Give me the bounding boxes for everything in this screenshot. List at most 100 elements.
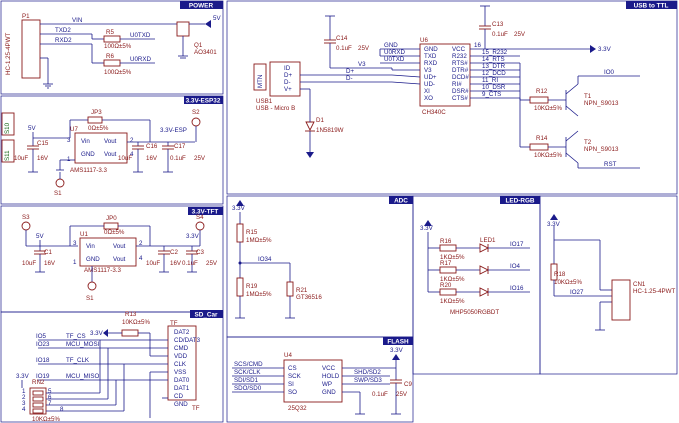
usb1-connector xyxy=(269,61,301,97)
svg-text:NPN_S9013: NPN_S9013 xyxy=(584,100,619,107)
svg-text:WP: WP xyxy=(322,381,332,388)
svg-text:4: 4 xyxy=(139,255,143,262)
svg-text:D-: D- xyxy=(284,79,291,86)
svg-text:10uF: 10uF xyxy=(118,155,132,162)
svg-text:IO23: IO23 xyxy=(36,341,50,348)
svg-text:4: 4 xyxy=(130,151,134,158)
svg-text:100Ω±5%: 100Ω±5% xyxy=(104,43,132,50)
svg-text:3.3V: 3.3V xyxy=(547,221,561,228)
svg-text:14_RTS: 14_RTS xyxy=(482,56,505,63)
svg-text:16V: 16V xyxy=(146,155,158,162)
u7-regulator xyxy=(74,132,128,164)
svg-text:4: 4 xyxy=(22,406,26,413)
svg-text:SCS/CMD: SCS/CMD xyxy=(234,361,263,368)
svg-text:VSS: VSS xyxy=(174,369,186,376)
s11-pad xyxy=(1,139,15,163)
svg-text:SO: SO xyxy=(288,389,297,396)
svg-text:U7: U7 xyxy=(70,126,78,133)
svg-text:3.3V: 3.3V xyxy=(90,330,104,337)
svg-text:R17: R17 xyxy=(440,260,452,267)
svg-text:1N5819W: 1N5819W xyxy=(316,127,344,134)
svg-text:TF_CLK: TF_CLK xyxy=(66,357,90,364)
esp32-regulator-section: S10 S11 5V JP3 0Ω±5% U7 Vin Vout GND Vou… xyxy=(1,109,206,197)
svg-text:25V: 25V xyxy=(514,31,526,38)
svg-text:25Q32: 25Q32 xyxy=(288,405,307,412)
svg-text:16V: 16V xyxy=(44,260,56,267)
usb1-mtn-pad xyxy=(253,63,267,91)
svg-text:R15: R15 xyxy=(246,229,258,236)
svg-text:16: 16 xyxy=(474,42,481,49)
svg-text:3.3V-ESP32: 3.3V-ESP32 xyxy=(186,97,221,104)
section-title-adc: ADC xyxy=(389,196,413,204)
svg-text:IO18: IO18 xyxy=(36,357,50,364)
svg-text:1: 1 xyxy=(73,259,77,266)
svg-text:1MΩ±5%: 1MΩ±5% xyxy=(246,237,272,244)
svg-text:10uF: 10uF xyxy=(22,260,36,267)
svg-text:C2: C2 xyxy=(170,249,178,256)
svg-text:1KΩ±5%: 1KΩ±5% xyxy=(440,276,465,283)
svg-text:USB to TTL: USB to TTL xyxy=(634,2,669,9)
svg-text:10KΩ±5%: 10KΩ±5% xyxy=(534,152,562,159)
svg-text:TXD: TXD xyxy=(424,53,437,60)
svg-text:2: 2 xyxy=(139,240,143,247)
svg-text:IO16: IO16 xyxy=(510,285,524,292)
svg-text:CH340C: CH340C xyxy=(422,109,446,116)
svg-text:CMD: CMD xyxy=(174,345,189,352)
svg-text:U0TXD: U0TXD xyxy=(384,56,405,63)
s3-testpoint xyxy=(21,221,31,231)
svg-text:IO17: IO17 xyxy=(510,241,524,248)
svg-text:GT36516: GT36516 xyxy=(296,294,322,301)
svg-text:Vin: Vin xyxy=(81,138,90,145)
svg-text:UD+: UD+ xyxy=(424,74,437,81)
svg-text:3.3V: 3.3V xyxy=(186,233,200,240)
svg-text:3.3V: 3.3V xyxy=(16,373,30,380)
svg-text:10KΩ±5%: 10KΩ±5% xyxy=(32,416,60,423)
svg-text:1: 1 xyxy=(22,388,26,395)
svg-text:C16: C16 xyxy=(146,143,158,150)
svg-text:2: 2 xyxy=(130,137,134,144)
svg-text:RXD: RXD xyxy=(424,60,438,67)
svg-text:0.1uF: 0.1uF xyxy=(336,45,352,52)
section-title-tft: 3.3V-TFT xyxy=(188,207,223,215)
svg-text:FLASH: FLASH xyxy=(387,338,409,345)
svg-text:R232: R232 xyxy=(452,53,467,60)
svg-text:15_R232: 15_R232 xyxy=(482,49,508,56)
svg-text:GND: GND xyxy=(81,151,95,158)
svg-text:ID: ID xyxy=(284,65,291,72)
section-title-sdcard: SD_Car xyxy=(190,310,223,318)
svg-text:JP0: JP0 xyxy=(106,215,117,222)
svg-text:R6: R6 xyxy=(106,53,114,60)
svg-text:25V: 25V xyxy=(194,155,206,162)
svg-text:25V: 25V xyxy=(396,391,408,398)
flash-section: U4 25Q32 CS SCK SI SO VCC HOLD WP GND SC… xyxy=(232,347,412,415)
svg-text:1KΩ±5%: 1KΩ±5% xyxy=(440,254,465,261)
section-title-esp32: 3.3V-ESP32 xyxy=(184,96,223,104)
u1-regulator xyxy=(79,237,137,267)
svg-text:V+: V+ xyxy=(284,86,292,93)
svg-text:SCK: SCK xyxy=(288,373,302,380)
svg-text:3.3V: 3.3V xyxy=(390,347,404,354)
svg-text:CN1: CN1 xyxy=(633,281,646,288)
svg-text:1KΩ±5%: 1KΩ±5% xyxy=(440,298,465,305)
u4-flash-chip xyxy=(283,359,343,403)
svg-text:SWP/SD3: SWP/SD3 xyxy=(354,377,382,384)
svg-text:VIN: VIN xyxy=(72,17,82,24)
svg-text:1MΩ±5%: 1MΩ±5% xyxy=(246,291,272,298)
svg-text:TXD2: TXD2 xyxy=(55,27,71,34)
svg-text:3.3V-TFT: 3.3V-TFT xyxy=(192,208,219,215)
svg-text:RI#: RI# xyxy=(452,81,462,88)
svg-text:100Ω±5%: 100Ω±5% xyxy=(104,69,132,76)
svg-text:CD: CD xyxy=(174,393,183,400)
svg-text:USB1: USB1 xyxy=(256,98,273,105)
svg-text:5V: 5V xyxy=(28,125,36,132)
svg-text:C15: C15 xyxy=(37,140,49,147)
svg-text:LED1: LED1 xyxy=(480,237,496,244)
svg-text:U4: U4 xyxy=(284,352,292,359)
svg-text:3: 3 xyxy=(73,240,77,247)
svg-text:GND: GND xyxy=(86,256,100,263)
svg-text:IO5: IO5 xyxy=(36,333,47,340)
svg-text:P1: P1 xyxy=(22,13,30,20)
p1-connector xyxy=(21,19,41,79)
svg-text:XO: XO xyxy=(424,95,433,102)
